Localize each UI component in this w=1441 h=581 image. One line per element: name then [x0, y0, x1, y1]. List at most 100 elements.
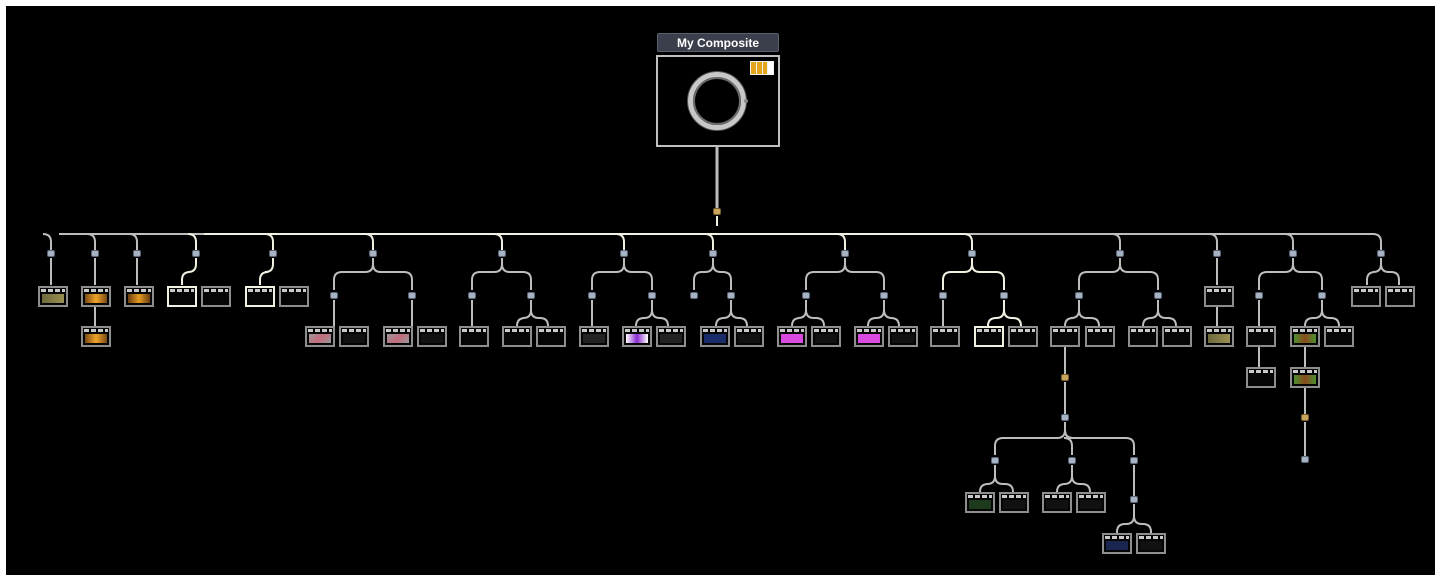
switch-node-icon[interactable] [1154, 292, 1162, 299]
node-preview [85, 334, 107, 343]
switch-node-icon[interactable] [939, 292, 947, 299]
image-node[interactable] [245, 286, 275, 307]
image-node[interactable] [383, 326, 413, 347]
switch-node-icon[interactable] [527, 292, 535, 299]
switch-node-icon[interactable] [468, 292, 476, 299]
switch-node-icon[interactable] [880, 292, 888, 299]
switch-node-icon[interactable] [1289, 250, 1297, 257]
image-node[interactable] [81, 326, 111, 347]
image-node[interactable] [1136, 533, 1166, 554]
switch-node-icon[interactable] [1318, 292, 1326, 299]
switch-node-icon[interactable] [1068, 457, 1076, 464]
image-node[interactable] [811, 326, 841, 347]
image-node[interactable] [1128, 326, 1158, 347]
switch-node-icon[interactable] [648, 292, 656, 299]
image-node[interactable] [1102, 533, 1132, 554]
switch-node-icon[interactable] [620, 250, 628, 257]
image-node[interactable] [1076, 492, 1106, 513]
composite-root-node[interactable] [656, 55, 780, 147]
image-node[interactable] [1290, 367, 1320, 388]
switch-node-icon[interactable] [1377, 250, 1385, 257]
image-node[interactable] [502, 326, 532, 347]
switch-node-icon[interactable] [1213, 250, 1221, 257]
image-node[interactable] [579, 326, 609, 347]
node-graph-canvas[interactable]: My Composite [6, 6, 1435, 575]
switch-node-icon[interactable] [1130, 496, 1138, 503]
switch-node-icon[interactable] [1130, 457, 1138, 464]
wire [1057, 476, 1072, 492]
switch-node-icon[interactable] [498, 250, 506, 257]
image-node[interactable] [201, 286, 231, 307]
switch-node-icon[interactable] [841, 250, 849, 257]
switch-node-icon[interactable] [1255, 292, 1263, 299]
image-node[interactable] [854, 326, 884, 347]
image-node[interactable] [1385, 286, 1415, 307]
node-preview [1003, 500, 1025, 509]
node-header-strip [659, 329, 683, 332]
switch-node-icon[interactable] [1116, 250, 1124, 257]
switch-node-icon[interactable] [1075, 292, 1083, 299]
switch-node-icon[interactable] [1061, 414, 1069, 421]
merge-node-icon[interactable] [1061, 374, 1069, 381]
node-preview [1140, 541, 1162, 550]
node-preview [858, 334, 880, 343]
node-header-strip [814, 329, 838, 332]
image-node[interactable] [1246, 367, 1276, 388]
image-node[interactable] [1351, 286, 1381, 307]
image-node[interactable] [656, 326, 686, 347]
image-node[interactable] [124, 286, 154, 307]
image-node[interactable] [1050, 326, 1080, 347]
merge-node-icon[interactable] [1301, 414, 1309, 421]
image-node[interactable] [1246, 326, 1276, 347]
switch-node-icon[interactable] [1301, 456, 1309, 463]
switch-node-icon[interactable] [690, 292, 698, 299]
node-preview [421, 334, 443, 343]
image-node[interactable] [305, 326, 335, 347]
image-node[interactable] [1204, 286, 1234, 307]
image-node[interactable] [1042, 492, 1072, 513]
image-node[interactable] [1008, 326, 1038, 347]
image-node[interactable] [1290, 326, 1320, 347]
image-node[interactable] [999, 492, 1029, 513]
switch-node-icon[interactable] [727, 292, 735, 299]
switch-node-icon[interactable] [991, 457, 999, 464]
switch-node-icon[interactable] [192, 250, 200, 257]
image-node[interactable] [1085, 326, 1115, 347]
image-node[interactable] [1324, 326, 1354, 347]
image-node[interactable] [536, 326, 566, 347]
node-header-strip [308, 329, 332, 332]
switch-node-icon[interactable] [709, 250, 717, 257]
image-node[interactable] [888, 326, 918, 347]
image-node[interactable] [38, 286, 68, 307]
image-node[interactable] [974, 326, 1004, 347]
image-node[interactable] [339, 326, 369, 347]
switch-node-icon[interactable] [968, 250, 976, 257]
image-node[interactable] [777, 326, 807, 347]
switch-node-icon[interactable] [802, 292, 810, 299]
image-node[interactable] [700, 326, 730, 347]
merge-node-icon[interactable] [713, 208, 721, 215]
image-node[interactable] [965, 492, 995, 513]
image-node[interactable] [1204, 326, 1234, 347]
composite-title[interactable]: My Composite [657, 33, 779, 52]
image-node[interactable] [167, 286, 197, 307]
switch-node-icon[interactable] [330, 292, 338, 299]
image-node[interactable] [279, 286, 309, 307]
image-node[interactable] [81, 286, 111, 307]
wire [1112, 234, 1120, 250]
switch-node-icon[interactable] [1000, 292, 1008, 299]
image-node[interactable] [930, 326, 960, 347]
image-node[interactable] [1162, 326, 1192, 347]
switch-node-icon[interactable] [369, 250, 377, 257]
image-node[interactable] [622, 326, 652, 347]
image-node[interactable] [417, 326, 447, 347]
wire [1259, 264, 1293, 290]
switch-node-icon[interactable] [91, 250, 99, 257]
switch-node-icon[interactable] [269, 250, 277, 257]
switch-node-icon[interactable] [133, 250, 141, 257]
image-node[interactable] [734, 326, 764, 347]
switch-node-icon[interactable] [47, 250, 55, 257]
switch-node-icon[interactable] [408, 292, 416, 299]
image-node[interactable] [459, 326, 489, 347]
switch-node-icon[interactable] [588, 292, 596, 299]
